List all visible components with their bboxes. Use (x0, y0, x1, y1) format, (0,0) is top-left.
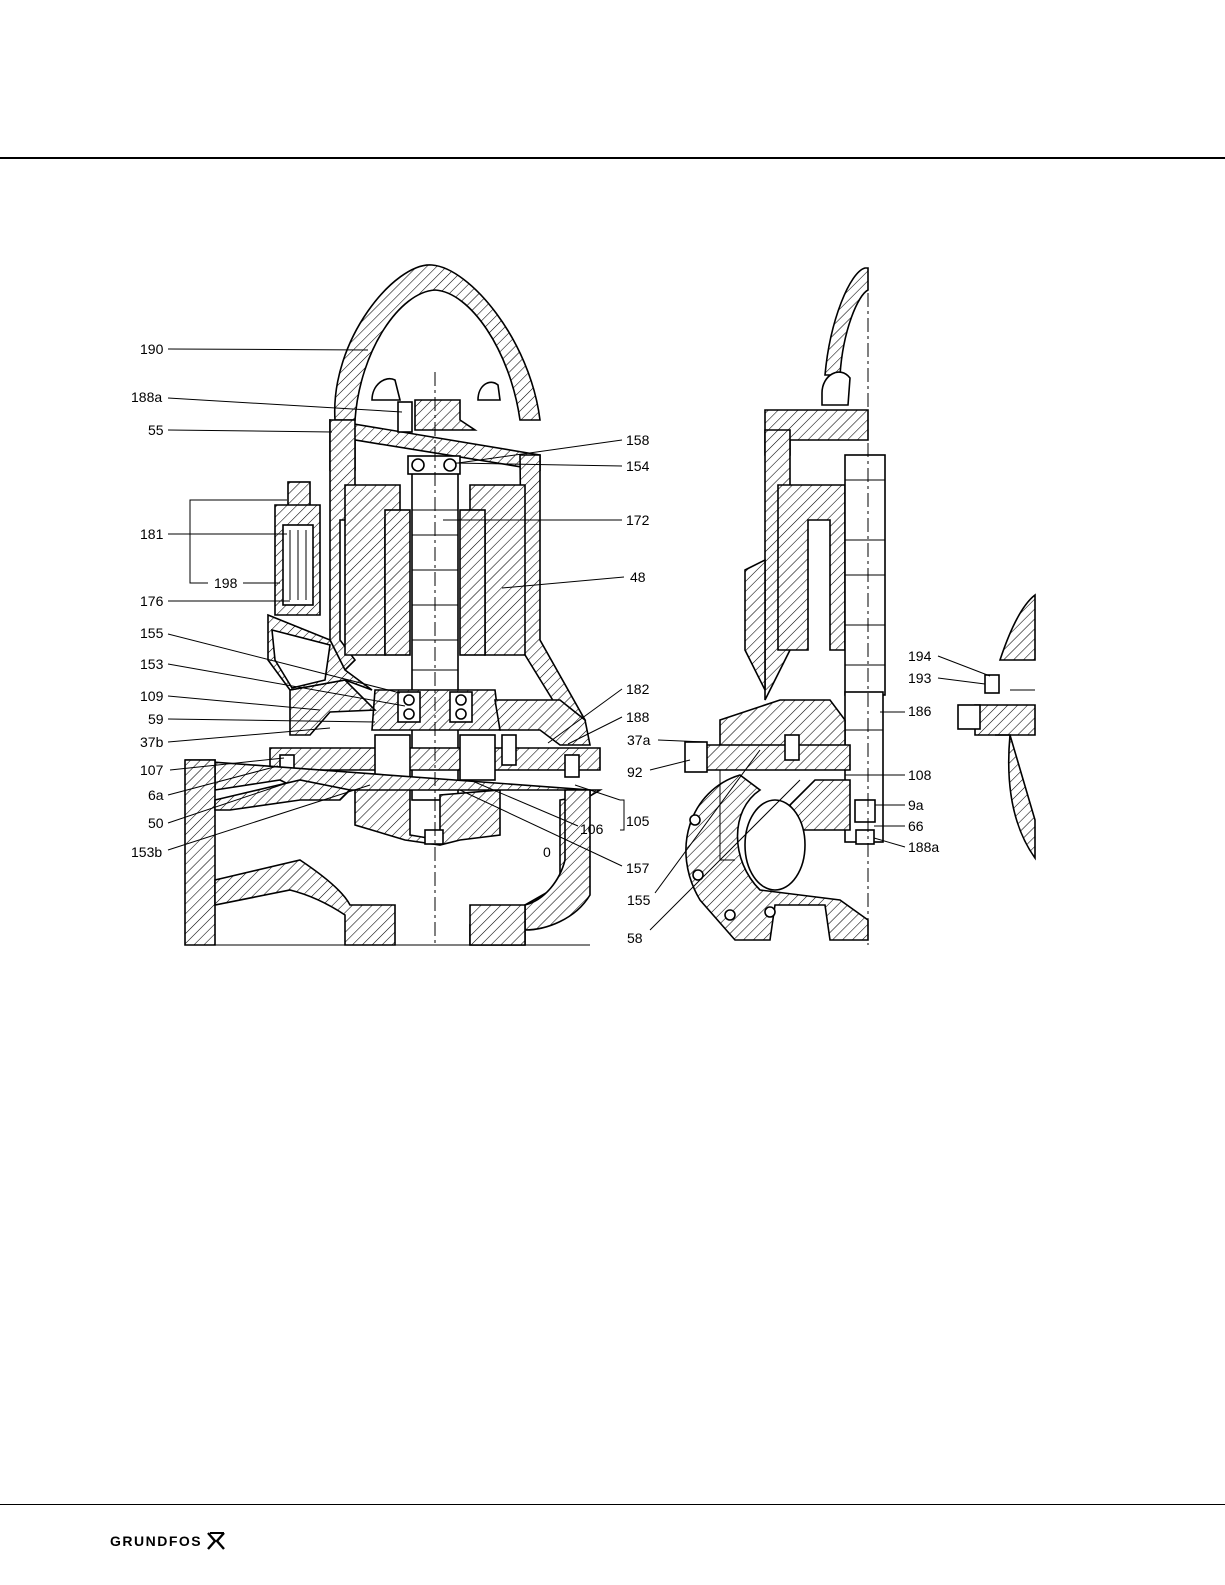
label-154: 154 (626, 458, 650, 474)
label-188a-right: 188a (908, 839, 939, 855)
label-186: 186 (908, 703, 932, 719)
label-50: 50 (148, 815, 164, 831)
label-37a: 37a (627, 732, 651, 748)
label-172: 172 (626, 512, 650, 528)
label-190: 190 (140, 341, 164, 357)
label-55: 55 (148, 422, 164, 438)
label-182: 182 (626, 681, 650, 697)
label-37b: 37b (140, 734, 164, 750)
grundfos-x-icon (206, 1532, 226, 1550)
label-106: 106 (580, 821, 604, 837)
label-158: 158 (626, 432, 650, 448)
label-58: 58 (627, 930, 643, 946)
label-92: 92 (627, 764, 643, 780)
label-155-left: 155 (140, 625, 164, 641)
label-66: 66 (908, 818, 924, 834)
label-107: 107 (140, 762, 164, 778)
right-sectional-view (685, 268, 885, 945)
label-193: 193 (908, 670, 932, 686)
label-157: 157 (626, 860, 650, 876)
left-sectional-view (185, 265, 600, 945)
label-155-right: 155 (627, 892, 651, 908)
footer-rule (0, 1504, 1225, 1505)
label-188a-left: 188a (131, 389, 162, 405)
label-109: 109 (140, 688, 164, 704)
label-188: 188 (626, 709, 650, 725)
label-181: 181 (140, 526, 164, 542)
grundfos-logo: GRUNDFOS (110, 1532, 226, 1550)
label-153b: 153b (131, 844, 162, 860)
label-108: 108 (908, 767, 932, 783)
detail-view-callouts: 194 193 (908, 648, 990, 686)
label-59: 59 (148, 711, 164, 727)
label-105: 105 (626, 813, 650, 829)
label-176: 176 (140, 593, 164, 609)
label-194: 194 (908, 648, 932, 664)
label-48: 48 (630, 569, 646, 585)
label-9a: 9a (908, 797, 924, 813)
detail-view (958, 595, 1035, 858)
brand-wordmark: GRUNDFOS (110, 1533, 202, 1549)
label-0: 0 (543, 844, 551, 860)
label-6a: 6a (148, 787, 164, 803)
label-153: 153 (140, 656, 164, 672)
label-198: 198 (214, 575, 238, 591)
